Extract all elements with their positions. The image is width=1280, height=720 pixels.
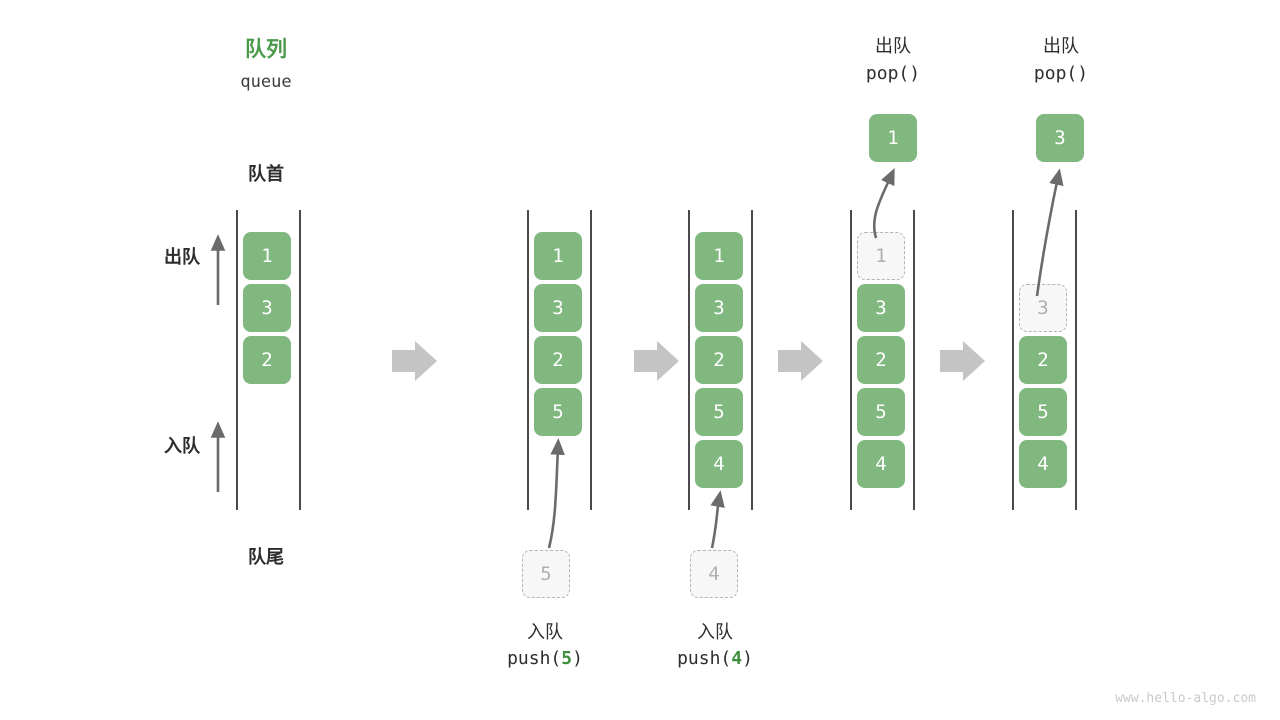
queue-cell: 2 [695, 336, 743, 384]
queue-cell: 1 [695, 232, 743, 280]
queue-cell: 4 [1019, 440, 1067, 488]
queue-cell: 5 [857, 388, 905, 436]
queue-tail-label: 队尾 [248, 547, 284, 568]
queue-cell-new: 5 [534, 388, 582, 436]
queue-cell: 3 [857, 284, 905, 332]
queue-rail-left [1012, 210, 1014, 510]
operation-label-code: pop() [1033, 63, 1089, 84]
queue-cell: 3 [534, 284, 582, 332]
pop-motion-arrow-icon [872, 167, 895, 239]
stage-transition-arrow-icon [778, 341, 823, 381]
queue-rail-right [590, 210, 592, 510]
queue-rail-right [913, 210, 915, 510]
popped-element: 3 [1036, 114, 1084, 162]
queue-cell: 3 [243, 284, 291, 332]
dequeue-direction-label: 出队 [164, 247, 200, 268]
diagram-title-cn: 队列 [245, 37, 287, 61]
push-motion-arrow-icon [710, 490, 725, 549]
stage-transition-arrow-icon [940, 341, 985, 381]
queue-cell: 1 [243, 232, 291, 280]
operation-label-cn: 入队 [527, 622, 563, 643]
operation-label-cn: 出队 [1043, 36, 1079, 57]
operation-label-code: push(4) [677, 648, 753, 670]
site-watermark: www.hello-algo.com [1115, 691, 1256, 706]
operation-caption-push-4: 入队 push(4) [630, 620, 800, 672]
operation-label-cn: 入队 [697, 622, 733, 643]
queue-rail-right [1075, 210, 1077, 510]
operation-label-code: pop() [865, 63, 921, 84]
queue-cell: 5 [695, 388, 743, 436]
queue-rail-right [751, 210, 753, 510]
queue-rail-left [688, 210, 690, 510]
queue-rail-left [236, 210, 238, 510]
queue-cell: 2 [857, 336, 905, 384]
stage-transition-arrow-icon [392, 341, 437, 381]
queue-cell: 2 [534, 336, 582, 384]
queue-cell: 3 [695, 284, 743, 332]
incoming-element-ghost: 5 [522, 550, 570, 598]
popped-element: 1 [869, 114, 917, 162]
operation-caption-push-5: 入队 push(5) [460, 620, 630, 672]
operation-caption-pop-3: 出队 pop() [991, 33, 1131, 87]
queue-cell-ghost: 3 [1019, 284, 1067, 332]
push-motion-arrow-icon [547, 438, 565, 549]
queue-rail-left [527, 210, 529, 510]
queue-head-label: 队首 [248, 164, 284, 185]
queue-cell: 4 [857, 440, 905, 488]
queue-rail-right [299, 210, 301, 510]
queue-cell: 5 [1019, 388, 1067, 436]
queue-cell-ghost: 1 [857, 232, 905, 280]
enqueue-direction-label: 入队 [164, 436, 200, 457]
queue-rail-left [850, 210, 852, 510]
diagram-title-en: queue [240, 72, 292, 92]
queue-cell: 2 [243, 336, 291, 384]
operation-caption-pop-1: 出队 pop() [823, 33, 963, 87]
pop-motion-arrow-icon [1035, 168, 1064, 297]
queue-cell: 2 [1019, 336, 1067, 384]
operation-label-cn: 出队 [875, 36, 911, 57]
queue-cell: 1 [534, 232, 582, 280]
incoming-element-ghost: 4 [690, 550, 738, 598]
operation-label-code: push(5) [507, 648, 583, 670]
queue-cell-new: 4 [695, 440, 743, 488]
stage-transition-arrow-icon [634, 341, 679, 381]
